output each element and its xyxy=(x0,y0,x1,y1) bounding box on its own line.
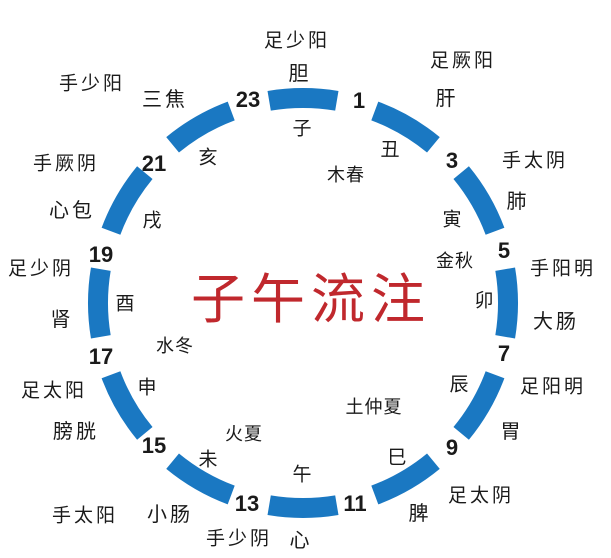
organ-label: 心 xyxy=(289,528,313,552)
meridian-label: 足厥阳 xyxy=(429,49,497,72)
meridian-label: 手太阴 xyxy=(501,149,569,172)
diagram-title: 子午流注 xyxy=(191,268,431,331)
organ-label: 胆 xyxy=(288,61,312,85)
hour-label: 19 xyxy=(88,242,114,267)
branch-label: 午 xyxy=(292,463,312,486)
branch-label: 丑 xyxy=(380,138,400,161)
hour-label: 21 xyxy=(141,151,167,176)
hour-label: 9 xyxy=(445,435,459,460)
ring-arc-11-13 xyxy=(267,495,339,518)
branch-label: 辰 xyxy=(449,373,469,396)
season-label: 水冬 xyxy=(156,336,194,357)
organ-label: 大肠 xyxy=(533,309,579,333)
hour-label: 11 xyxy=(343,491,367,516)
hour-label: 13 xyxy=(234,491,260,516)
season-label: 金秋 xyxy=(436,251,474,272)
organ-label: 脾 xyxy=(408,501,432,525)
meridian-label: 手阳明 xyxy=(529,257,597,280)
organ-label: 肾 xyxy=(50,307,74,331)
season-label: 木春 xyxy=(327,165,365,186)
branch-label: 卯 xyxy=(474,289,494,312)
ring-arc-15-17 xyxy=(101,371,153,440)
meridian-label: 足少阳 xyxy=(263,29,331,52)
organ-label: 胃 xyxy=(500,419,524,443)
meridian-label: 手太阳 xyxy=(51,504,119,527)
branch-label: 未 xyxy=(198,448,218,471)
meridian-label: 足阳明 xyxy=(519,375,587,398)
ring-arc-9-11 xyxy=(371,453,440,505)
meridian-label: 手少阴 xyxy=(205,527,273,550)
meridian-label: 手少阳 xyxy=(58,72,126,95)
season-label: 土仲夏 xyxy=(345,397,403,418)
branch-label: 子 xyxy=(292,117,312,140)
hour-label: 17 xyxy=(88,344,114,369)
ring-arc-13-15 xyxy=(166,453,235,505)
hour-label: 15 xyxy=(141,433,167,458)
hour-label: 3 xyxy=(445,148,459,173)
ring-arc-5-7 xyxy=(495,267,518,339)
meridian-label: 足太阴 xyxy=(447,484,515,507)
ring-arc-17-19 xyxy=(88,267,111,339)
hour-label: 7 xyxy=(497,341,511,366)
organ-label: 三焦 xyxy=(142,87,188,111)
branch-label: 戌 xyxy=(142,209,162,232)
branch-label: 寅 xyxy=(442,208,462,231)
organ-label: 膀胱 xyxy=(53,419,99,443)
season-label: 火夏 xyxy=(225,424,263,445)
organ-label: 肺 xyxy=(506,189,530,213)
meridian-label: 足少阴 xyxy=(7,257,75,280)
ring-arc-3-5 xyxy=(453,166,505,235)
organ-label: 心包 xyxy=(49,198,95,222)
branch-label: 巳 xyxy=(387,446,407,469)
organ-label: 肝 xyxy=(435,86,459,110)
branch-label: 酉 xyxy=(115,292,135,315)
ring-arc-1-3 xyxy=(371,101,440,153)
branch-label: 亥 xyxy=(198,146,218,169)
meridian-label: 手厥阴 xyxy=(32,152,100,175)
hour-label: 5 xyxy=(497,238,511,263)
hour-label: 1 xyxy=(352,88,366,113)
organ-label: 小肠 xyxy=(147,502,193,526)
ring-arc-19-21 xyxy=(101,166,153,235)
ring-arc-7-9 xyxy=(453,371,505,440)
branch-label: 申 xyxy=(137,376,157,399)
hour-label: 23 xyxy=(235,87,261,112)
ring-arc-23-1 xyxy=(267,88,339,111)
ring-arc-21-23 xyxy=(166,101,235,153)
meridian-label: 足太阳 xyxy=(20,379,88,402)
